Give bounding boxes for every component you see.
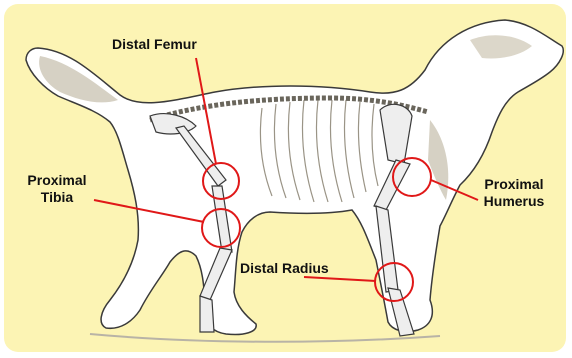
label-proximal-humerus: Proximal Humerus (472, 176, 556, 210)
label-proximal-humerus-line1: Proximal (472, 176, 556, 193)
label-distal-radius: Distal Radius (240, 260, 329, 277)
ground-shadow (90, 334, 440, 342)
label-proximal-tibia-line1: Proximal (18, 172, 96, 189)
label-proximal-tibia: Proximal Tibia (18, 172, 96, 206)
label-distal-femur: Distal Femur (112, 36, 197, 53)
label-proximal-tibia-line2: Tibia (18, 189, 96, 206)
label-proximal-humerus-line2: Humerus (472, 193, 556, 210)
distal-radius-leader (304, 277, 376, 281)
